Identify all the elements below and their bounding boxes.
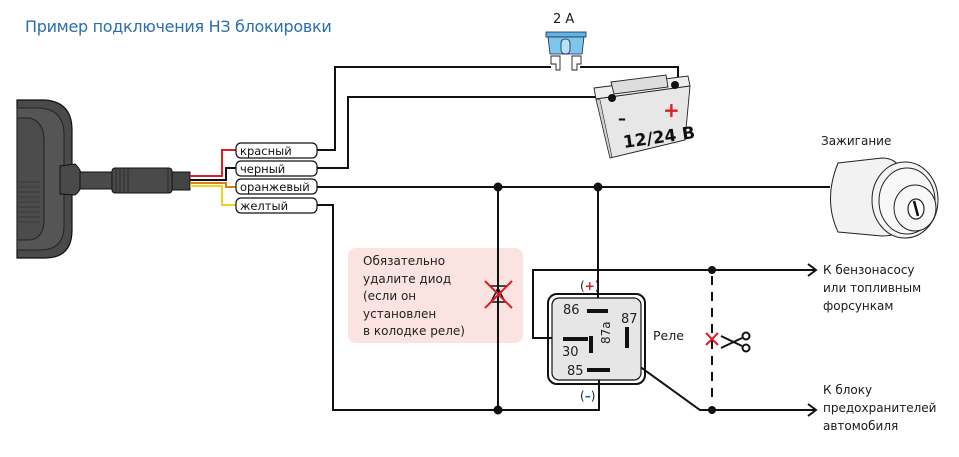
relay-pin-87	[625, 327, 629, 348]
wire-label-black-text: черный	[240, 162, 285, 176]
relay-minus-marker: (–)	[580, 389, 595, 403]
diagram-title: Пример подключения НЗ блокировки	[25, 17, 332, 36]
battery-plus: +	[663, 98, 680, 122]
dest-fuse-box: К блоку предохранителей автомобиля	[823, 383, 936, 433]
cross-icon	[484, 280, 513, 309]
relay: 86 87 87a 30 85	[547, 293, 646, 385]
arrow-right-icon	[807, 263, 818, 277]
wire-label-yellow: желтый	[235, 197, 318, 214]
cut-mark	[705, 331, 751, 353]
relay-pin-85-label: 85	[567, 364, 584, 379]
dest-fuel-pump: К бензонасосу или топливным форсункам	[823, 263, 921, 313]
relay-pin-86-label: 86	[563, 303, 580, 318]
cross-icon	[705, 332, 719, 346]
wire-label-red: красный	[235, 142, 318, 159]
dest-fuse-box-line: автомобиля	[823, 419, 898, 433]
relay-pin-30-label: 30	[562, 345, 579, 360]
wire-leads	[190, 149, 236, 206]
relay-label: Реле	[653, 328, 684, 343]
diode-icon	[484, 280, 513, 309]
junction-dot	[708, 266, 716, 274]
relay-pin-86	[587, 309, 608, 313]
note-line: Обязательно	[363, 254, 445, 268]
relay-plus-marker: (+)	[580, 279, 599, 293]
dest-fuse-box-line: К блоку	[823, 383, 872, 397]
note-line: в колодке реле)	[363, 324, 465, 338]
note-line: установлен	[363, 307, 436, 321]
junction-dot	[493, 182, 503, 192]
dest-fuel-pump-line: форсункам	[823, 299, 893, 313]
fuse-rating: 2 A	[553, 12, 574, 27]
junction-dot	[593, 182, 603, 192]
note-line: (если он	[363, 289, 416, 303]
junction-dot	[708, 406, 716, 414]
battery-icon: + – 12/24 B	[593, 74, 696, 159]
dest-fuse-box-line: предохранителей	[823, 401, 936, 415]
wire-label-red-text: красный	[240, 144, 292, 158]
relay-pin-87a	[589, 336, 593, 353]
wire-label-orange-text: оранжевый	[240, 180, 310, 194]
relay-pin-87a-label: 87a	[599, 321, 613, 344]
battery-minus: –	[618, 109, 626, 128]
arrow-right-icon	[807, 403, 818, 417]
fuse-icon: 2 A	[545, 12, 587, 71]
dest-fuel-pump-line: или топливным	[823, 281, 921, 295]
junction-dot	[493, 405, 503, 415]
scissors-icon	[720, 331, 751, 353]
relay-pin-85	[587, 368, 610, 372]
ignition-label: Зажигание	[821, 134, 891, 148]
wire-label-black: черный	[235, 160, 318, 177]
relay-pin-87-label: 87	[621, 312, 638, 327]
junction-dots	[493, 182, 716, 415]
relay-pin-30	[563, 337, 588, 341]
dest-fuel-pump-line: К бензонасосу	[823, 263, 915, 277]
battery-negative-terminal	[608, 94, 616, 102]
arrow-icons	[807, 263, 818, 417]
note-line: удалите диод	[363, 272, 451, 286]
ignition-switch-icon	[830, 157, 939, 239]
wire-label-orange: оранжевый	[235, 178, 318, 195]
wire-label-yellow-text: желтый	[240, 199, 288, 213]
battery-positive-terminal	[671, 81, 679, 89]
gsm-device	[16, 99, 191, 259]
diode-note: Обязательно удалите диод (если он устано…	[348, 248, 523, 343]
